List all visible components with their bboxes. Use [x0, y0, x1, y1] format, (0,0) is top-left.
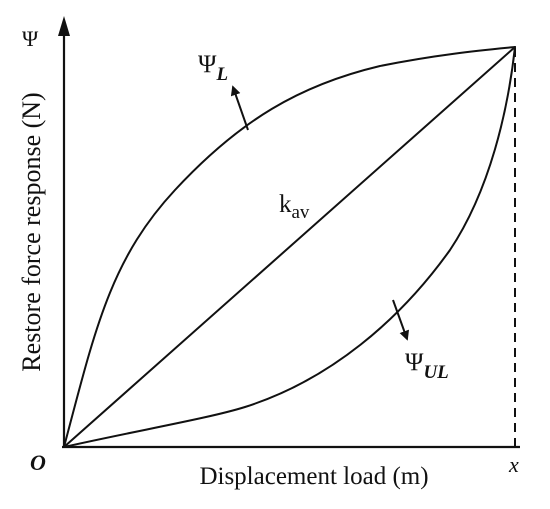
- y-axis-symbol: Ψ: [22, 26, 39, 51]
- loading-curve-subscript: L: [215, 64, 228, 85]
- x-axis-label: Displacement load (m): [199, 463, 428, 490]
- y-axis-label: Restore force response (N): [17, 92, 46, 371]
- unloading-arrow-icon: [392, 299, 410, 341]
- average-stiffness-subscript: av: [292, 202, 310, 223]
- origin-label: O: [30, 450, 46, 475]
- average-stiffness-label: kav: [279, 191, 310, 223]
- loading-curve: [63, 46, 516, 448]
- x-end-label: x: [508, 452, 519, 477]
- unloading-curve-symbol: Ψ: [405, 349, 424, 376]
- unloading-curve-subscript: UL: [423, 362, 448, 383]
- unloading-curve: [63, 46, 516, 448]
- loading-arrow-icon: [230, 85, 249, 131]
- average-stiffness-symbol: k: [279, 191, 292, 218]
- loading-curve-label: ΨL: [198, 51, 228, 85]
- y-axis-arrow-icon: [58, 16, 70, 36]
- average-stiffness-line: [63, 46, 516, 448]
- unloading-curve-label: ΨUL: [405, 349, 449, 383]
- loading-curve-symbol: Ψ: [198, 51, 217, 78]
